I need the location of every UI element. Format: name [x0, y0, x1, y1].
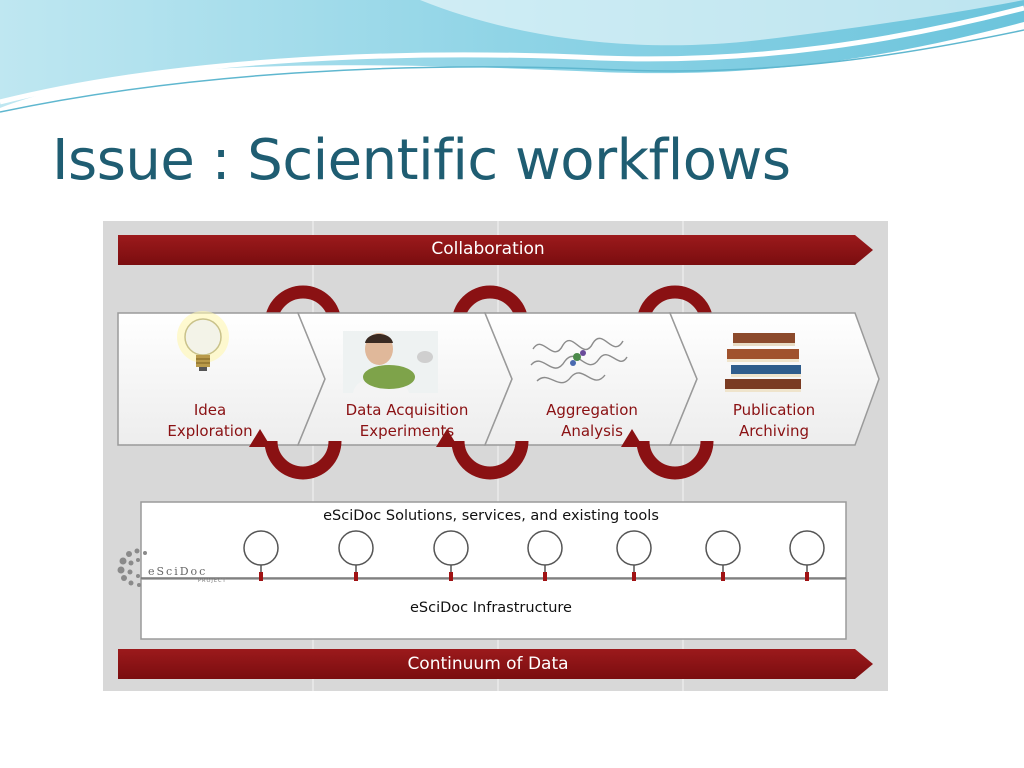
- escidoc-logo-icon: [117, 548, 147, 587]
- stage-publication-line1: Publication: [732, 401, 816, 419]
- stage-publication-line2: Archiving: [738, 422, 810, 440]
- data-continuum-band: [118, 649, 873, 679]
- lightbulb-icon: [177, 311, 229, 371]
- infrastructure-label: eSciDoc Infrastructure: [410, 600, 572, 616]
- stage-acquisition-line1: Data Acquisition: [345, 401, 469, 419]
- upper-loop-arrows: [264, 285, 714, 325]
- escidoc-logo-text: eSciDoc: [148, 565, 208, 578]
- slide-title: Issue : Scientific workflows: [52, 128, 791, 193]
- infrastructure-box: [140, 578, 847, 640]
- stage-idea-line1: Idea: [193, 401, 227, 419]
- stage-acquisition-label: Data Acquisition Experiments: [327, 400, 487, 442]
- stage-publication-label: Publication Archiving: [694, 400, 854, 442]
- stage-aggregation-line2: Analysis: [561, 422, 623, 440]
- stage-idea-line2: Exploration: [167, 422, 253, 440]
- stage-aggregation-label: Aggregation Analysis: [512, 400, 672, 442]
- workflow-diagram: [103, 221, 888, 691]
- escidoc-logo-subtitle: PROJECT: [198, 578, 227, 584]
- scientist-icon: [343, 331, 438, 393]
- header-wave-decoration: [0, 0, 1024, 113]
- books-icon: [725, 333, 801, 392]
- stage-idea-label: Idea Exploration: [130, 400, 290, 442]
- lower-loop-arrows: [264, 440, 714, 480]
- collaboration-label: Collaboration: [431, 239, 545, 259]
- stage-aggregation-line1: Aggregation: [546, 401, 638, 419]
- service-connectors: [243, 530, 825, 581]
- molecule-icon: [530, 337, 628, 384]
- stage-acquisition-line2: Experiments: [359, 422, 455, 440]
- collaboration-band: [118, 235, 873, 265]
- data-continuum-label: Continuum of Data: [407, 654, 569, 674]
- solutions-label: eSciDoc Solutions, services, and existin…: [323, 508, 659, 524]
